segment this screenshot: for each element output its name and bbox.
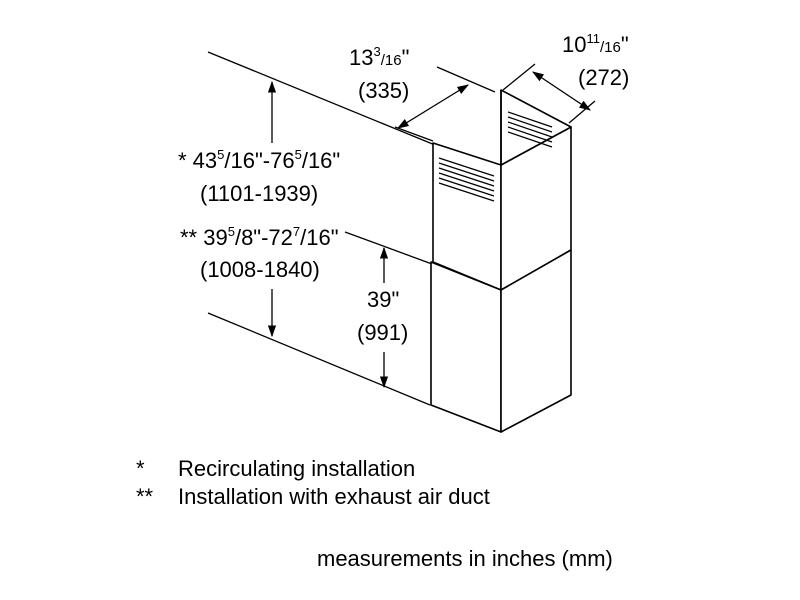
exhaust-height-label: ** 395/8"-727/16" [180, 224, 339, 250]
lower-chimney-right-face [500, 249, 572, 433]
legend-symbol: * [136, 456, 145, 481]
units-note: measurements in inches (mm) [317, 546, 613, 571]
depth-arrow [532, 71, 591, 111]
width-arrow [397, 84, 469, 129]
dimension-arrows [267, 71, 591, 389]
legend-text: Recirculating installation [178, 456, 416, 481]
depth-label: 1011/16" [562, 31, 629, 57]
extension-lines [207, 51, 596, 406]
lower-chimney-left-face [430, 261, 502, 433]
lower-chimney-top-line [344, 231, 433, 265]
bottom-reference-line [207, 312, 431, 406]
legend: * Recirculating installation ** Installa… [136, 455, 490, 511]
lower-chimney-label-mm: (991) [357, 320, 408, 345]
depth-label-mm: (272) [578, 65, 629, 90]
width-label: 133/16" [349, 44, 409, 70]
vent-grille-back [507, 111, 553, 148]
recirc-height-label: * 435/16"-765/16" [178, 147, 340, 173]
vent-grille-left [438, 157, 495, 202]
legend-text: Installation with exhaust air duct [178, 484, 490, 509]
legend-item-recirculating: * Recirculating installation [136, 455, 490, 483]
depth-ext-left [502, 63, 536, 91]
width-label-mm: (335) [358, 78, 409, 103]
legend-item-exhaust: ** Installation with exhaust air duct [136, 483, 490, 511]
exhaust-height-label-mm: (1008-1840) [200, 257, 320, 282]
lower-chimney-label: 39" [367, 287, 399, 312]
chimney-drawing [430, 89, 572, 433]
recirc-height-label-mm: (1101-1939) [200, 181, 318, 206]
top-ceiling-line [207, 51, 436, 146]
width-ext-right [436, 66, 496, 93]
width-ext-left [394, 126, 434, 142]
legend-symbol: ** [136, 484, 154, 509]
